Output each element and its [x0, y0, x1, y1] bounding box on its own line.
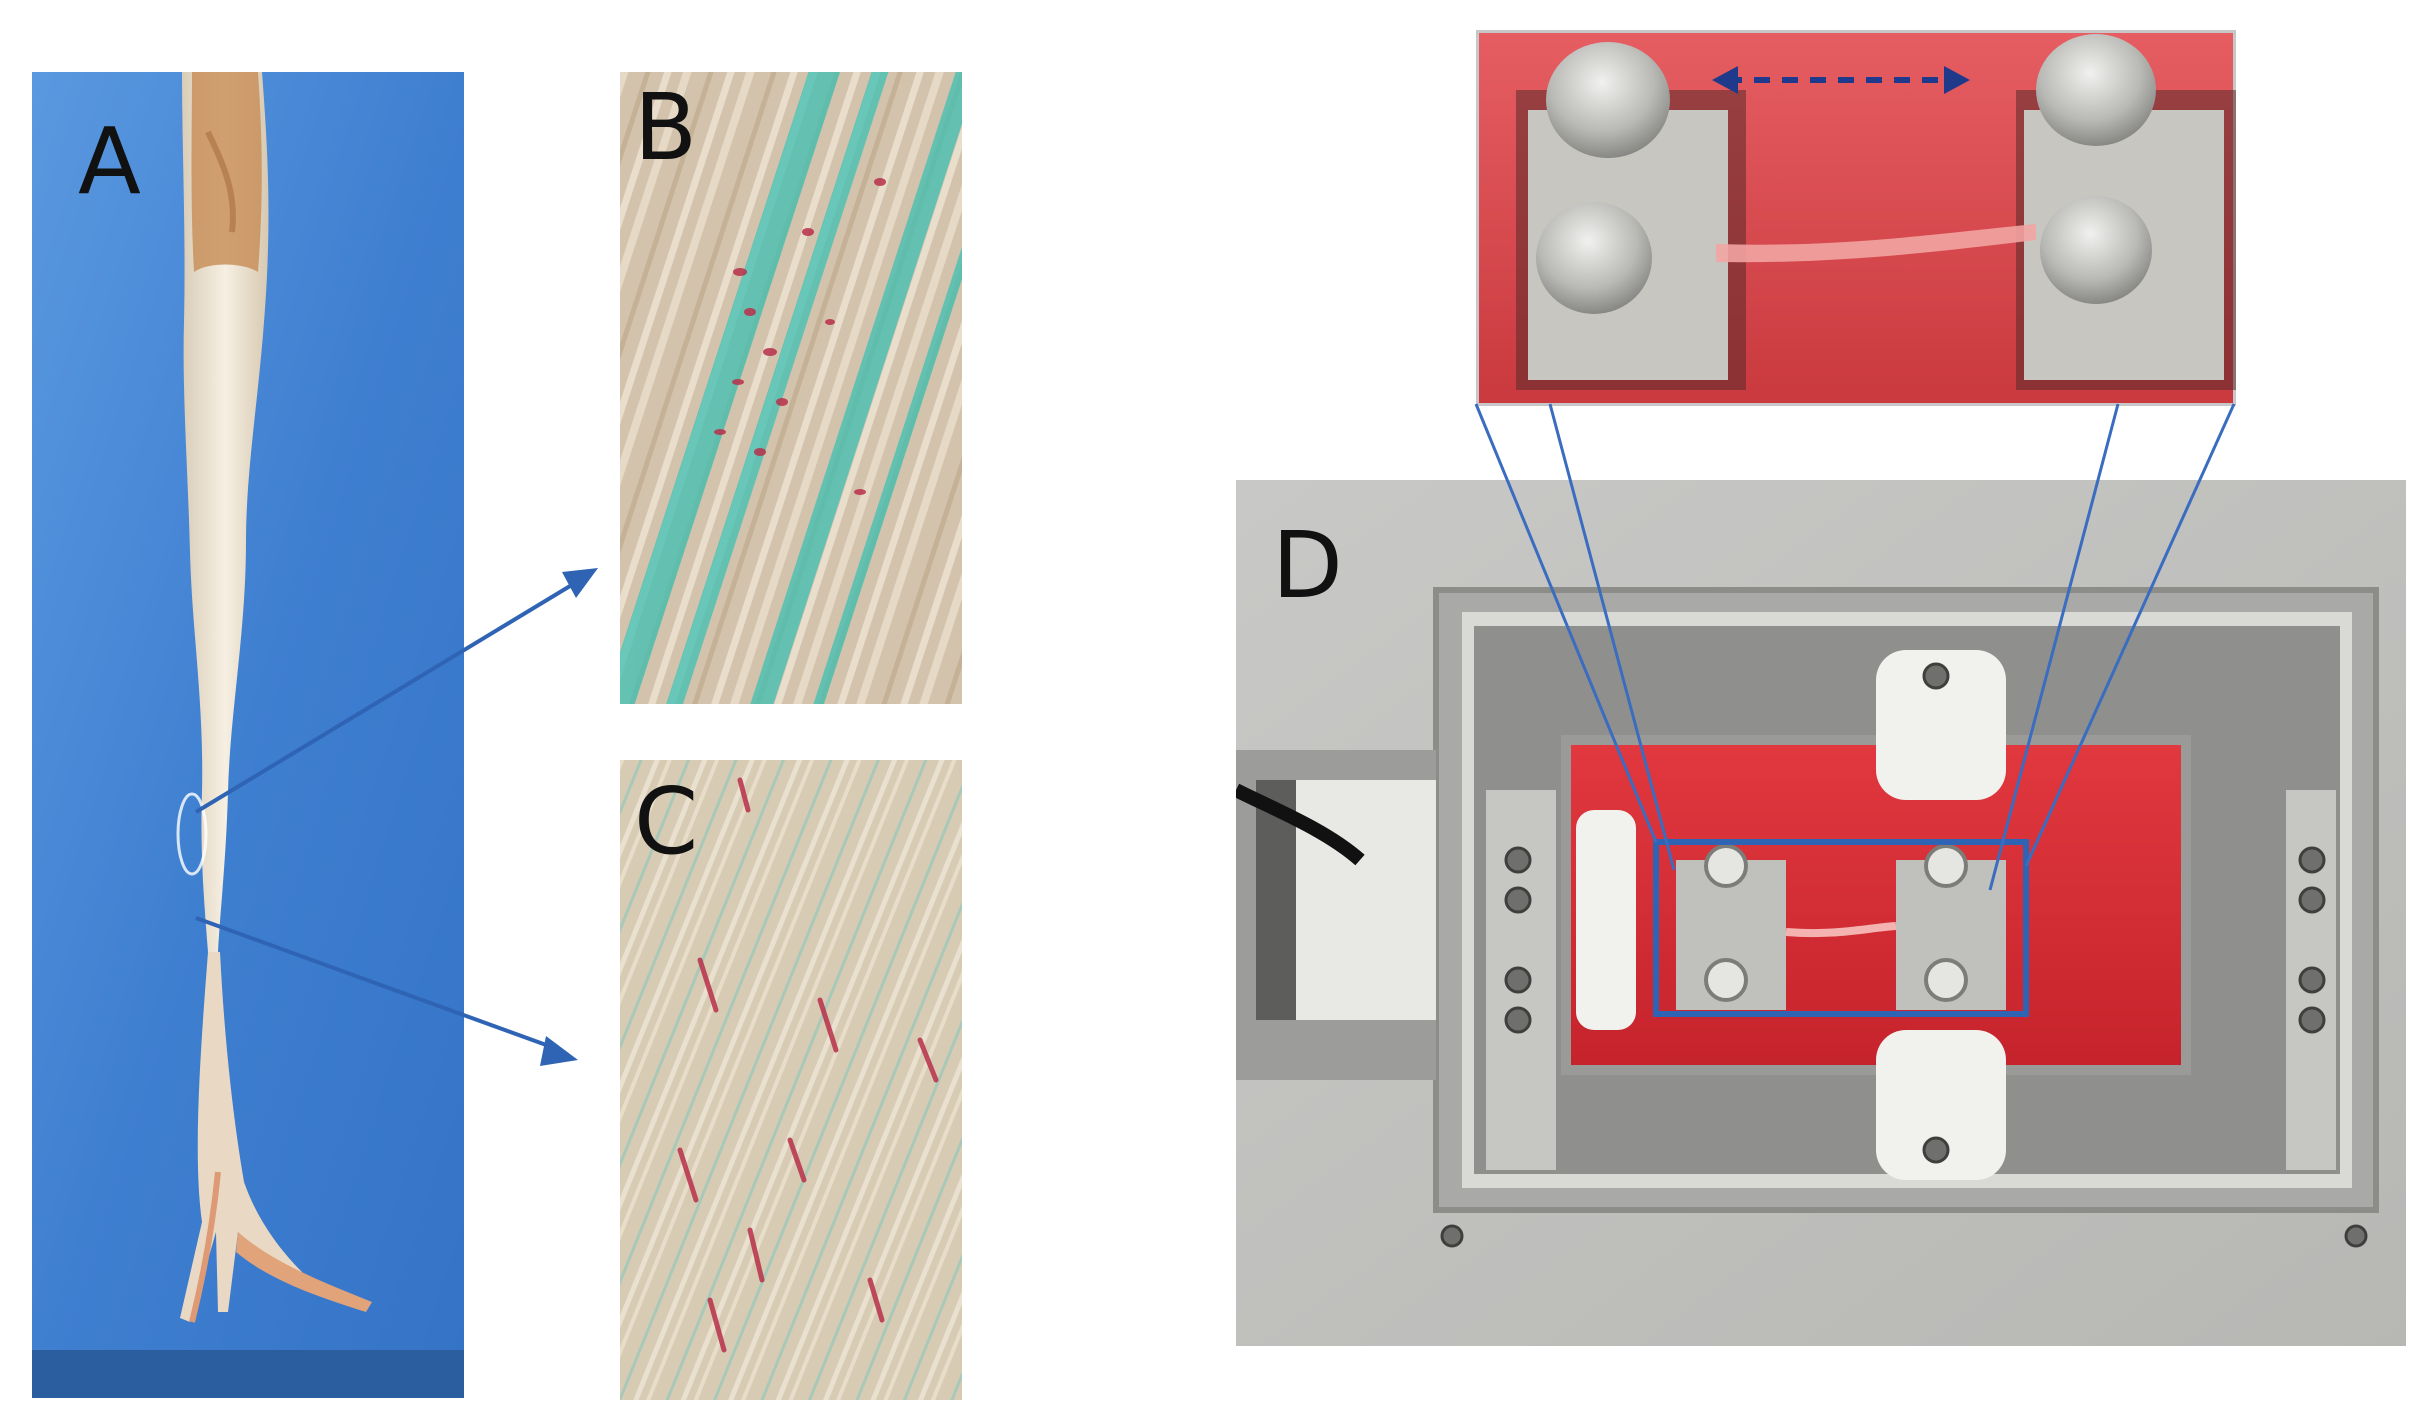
bioreactor-graphic	[1236, 480, 2406, 1346]
inset-zoomed-grips	[1476, 30, 2236, 406]
arrowhead-c-icon	[540, 1036, 578, 1066]
panel-d-bioreactor-photo: D	[1236, 480, 2406, 1346]
panel-a-tendon-photo: A	[32, 72, 464, 1398]
histology-pink-graphic	[620, 760, 962, 1400]
panel-d-label: D	[1272, 512, 1343, 619]
panel-c-histology: C	[620, 760, 962, 1400]
panel-c-label: C	[634, 768, 699, 875]
panel-a-label: A	[78, 108, 141, 215]
panel-b-histology: B	[620, 72, 962, 704]
histology-green-graphic	[620, 72, 962, 704]
tendon-photo-graphic	[32, 72, 464, 1398]
panel-b-label: B	[634, 74, 698, 181]
arrowhead-b-icon	[562, 568, 598, 598]
inset-grips-graphic	[1476, 30, 2236, 406]
